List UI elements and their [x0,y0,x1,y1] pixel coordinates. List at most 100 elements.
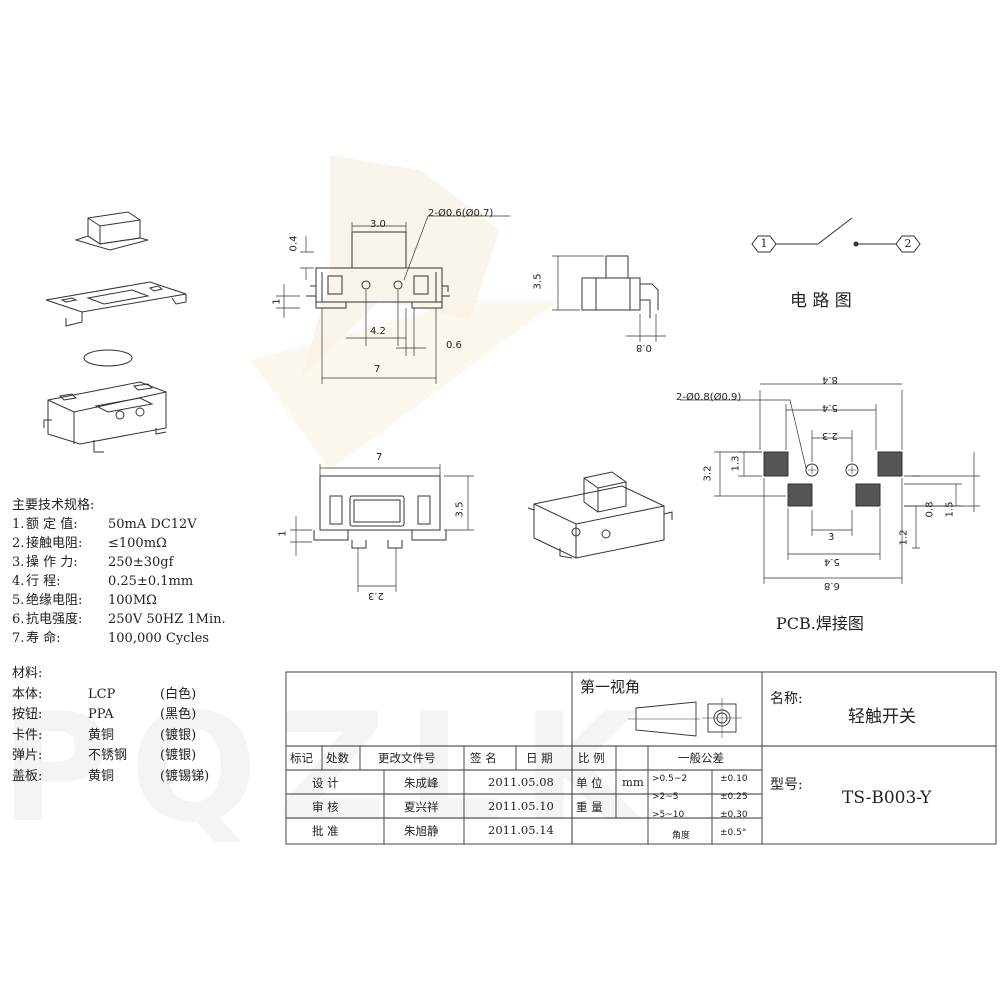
material-row: 卡件: 黄铜 (镀银) [12,726,209,747]
specifications: 主要技术规格: 1.额 定 值: 50mA DC12V 2.接触电阻: ≤100mΩ 3… [12,496,226,648]
top-view [290,464,474,592]
unit-value: mm [622,775,644,789]
pcb-23-dim: 2.3 [822,430,838,441]
spec-value: ≤100mΩ [108,536,167,551]
material-row: 本体:LCP(白色) [12,685,209,706]
approval-date: 2011.05.10 [488,799,554,813]
spec-row: 7.寿 命: 100,000 Cycles [12,629,226,648]
front-hole-dim: 2-Ø0.6(Ø0.7) [428,208,494,219]
spec-label: 接触电阻: [26,536,83,551]
hdr-tolerance: 一般公差 [678,751,724,765]
material-part: 卡件: [12,727,43,743]
pcb-68-dim: 6.8 [824,580,840,591]
spec-label: 寿 命: [26,631,61,646]
tolerance-value: ±0.10 [720,774,748,784]
spec-num: 5. [12,593,25,608]
top-7-dim: 7 [376,452,383,463]
material-row: 弹片: 不锈钢 (镀银) [12,746,209,767]
top-35-dim: 3.5 [454,501,466,518]
material-note: (黑色) [160,707,197,722]
front-view [276,215,510,384]
spec-value: 0.25±0.1mm [108,574,194,589]
materials-list: 本体:LCP(白色)按钮:PPA(黑色)卡件:黄铜(镀银)弹片:不锈钢(镀银)盖… [12,685,209,788]
spec-num: 4. [12,574,25,589]
name-label: 名称: [770,691,803,707]
spec-num: 7. [12,631,25,646]
material-material: LCP [88,686,116,702]
weight-label: 重 量 [576,800,603,814]
front-04-dim: 0.4 [288,235,300,252]
pcb-84-dim: 8.4 [822,374,838,385]
spec-value: 100,000 Cycles [108,631,209,646]
pcb-15-dim: 1.5 [944,501,956,518]
spec-num: 2. [12,536,25,551]
spec-row: 2.接触电阻: ≤100mΩ [12,534,226,553]
hdr-scale: 比 例 [578,751,605,765]
material-note: (镀银) [160,727,197,743]
front-7-dim: 7 [374,364,381,375]
tolerance-range: >5~10 [652,810,685,820]
hdr-count: 处数 [326,751,349,765]
material-material: 黄铜 [88,768,115,784]
spec-label: 额 定 值: [26,517,78,532]
spec-row: 4.行 程:0.25±0.1mm [12,572,226,591]
circuit-label: 电 路 图 [790,291,852,311]
circuit-diagram [751,217,921,253]
approval-role: 审 核 [312,800,339,814]
spec-row: 1.额 定 值: 50mA DC12V [12,515,226,534]
approval-role: 设 计 [312,776,339,790]
tolerance-range: 角度 [672,831,691,841]
spec-num: 1. [12,517,25,532]
pcb-3-dim: 3 [828,532,835,543]
pcb-hole-dim: 2-Ø0.8(Ø0.9) [676,392,742,403]
pcb-footprint [680,383,980,584]
tolerance-value: ±0.5° [720,828,747,838]
pcb-13-dim: 1.3 [730,455,742,472]
hdr-doc: 更改文件号 [378,751,436,765]
tolerance-range: >2~5 [652,792,679,802]
materials-title: 材料: [12,666,43,681]
material-material: 黄铜 [88,727,115,743]
assembled-3d-view [527,471,673,559]
material-part: 按钮: [12,707,43,722]
name-value: 轻触开关 [848,707,916,727]
specifications-list: 1.额 定 值: 50mA DC12V 2.接触电阻: ≤100mΩ 3.操 作 力: 2… [12,515,226,648]
spec-row: 5.绝缘电阻: 100MΩ [12,591,226,610]
top-23-dim: 2.3 [368,590,384,601]
approval-role: 批 准 [312,824,339,838]
spec-value: 250±30gf [108,555,174,570]
approval-date: 2011.05.08 [488,775,554,789]
approval-name: 朱旭静 [404,824,439,838]
material-material: PPA [88,707,114,722]
spec-label: 抗电强度: [26,612,83,627]
material-note: (白色) [160,686,197,702]
unit-label: 单 位 [576,776,603,790]
specifications-title: 主要技术规格: [12,498,95,513]
material-note: (镀银) [160,748,197,763]
spec-row: 3.操 作 力: 250±30gf [12,553,226,572]
exploded-view [43,211,187,453]
hdr-mark: 标记 [290,751,313,765]
spec-value: 50mA DC12V [108,517,197,532]
side-view [552,255,666,342]
approval-date: 2011.05.14 [488,823,554,837]
spec-row: 6.抗电强度: 250V 50HZ 1Min. [12,610,226,629]
approval-name: 夏兴祥 [404,800,439,814]
spec-label: 绝缘电阻: [26,593,83,608]
spec-label: 操 作 力: [26,555,78,570]
material-material: 不锈钢 [88,748,128,763]
materials: 材料: 本体:LCP(白色)按钮:PPA(黑色)卡件:黄铜(镀银)弹片:不锈钢(… [12,664,209,787]
circuit-pin-1: 1 [760,237,768,250]
front-1-dim: 1 [271,298,283,305]
spec-num: 6. [12,612,25,627]
spec-num: 3. [12,555,25,570]
material-part: 弹片: [12,748,43,763]
spec-value: 250V 50HZ 1Min. [108,612,226,627]
spec-value: 100MΩ [108,593,157,608]
tolerance-range: >0.5~2 [652,774,688,784]
material-row: 盖板:黄铜(镀锡锑) [12,767,209,788]
material-note: (镀锡锑) [160,768,210,784]
